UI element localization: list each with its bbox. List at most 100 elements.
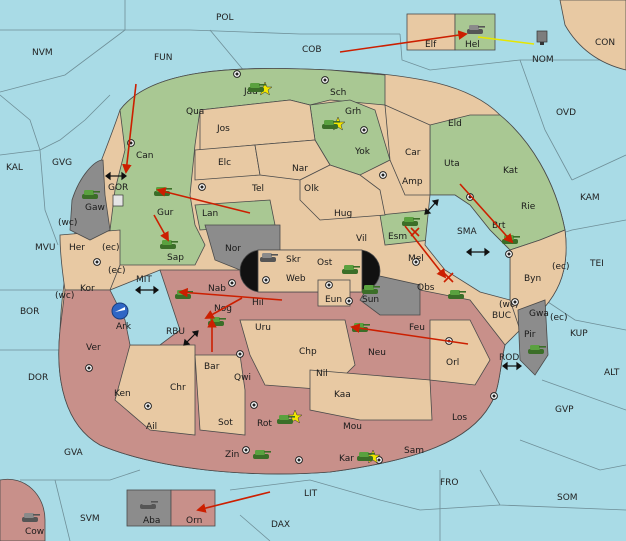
province-aba[interactable]: Aba (143, 516, 160, 526)
sea-pol[interactable]: POL (216, 13, 234, 23)
sea-buc[interactable]: BUC (492, 311, 511, 321)
sea-kal[interactable]: KAL (6, 163, 23, 173)
sea-dax[interactable]: DAX (271, 520, 290, 530)
province-web[interactable]: Web (286, 274, 306, 284)
province-yok[interactable]: Yok (354, 147, 371, 157)
sea-nvm[interactable]: NVM (32, 48, 53, 58)
tank-icon[interactable] (357, 452, 375, 461)
province-brt[interactable]: Brt (492, 221, 506, 231)
province-gur[interactable]: Gur (157, 208, 174, 218)
tank-icon[interactable] (208, 317, 226, 326)
province-jos[interactable]: Jos (216, 124, 230, 134)
tank-icon[interactable] (362, 285, 380, 294)
sea-kam[interactable]: KAM (580, 193, 600, 203)
tank-icon[interactable] (160, 240, 178, 249)
province-rot[interactable]: Rot (257, 419, 272, 429)
sea-fro[interactable]: FRO (440, 478, 459, 488)
province-kat[interactable]: Kat (503, 166, 518, 176)
province-kar[interactable]: Kar (339, 454, 354, 464)
sea-gvp[interactable]: GVP (555, 405, 574, 415)
province-kor[interactable]: Kor (80, 284, 95, 294)
province-gor[interactable]: GOR (108, 183, 128, 193)
province-qua[interactable]: Qua (186, 107, 204, 117)
tank-icon[interactable] (467, 25, 485, 34)
sea-fun[interactable]: FUN (154, 53, 173, 63)
sea-ovd[interactable]: OVD (556, 108, 576, 118)
tank-icon[interactable] (248, 83, 266, 92)
province-nab[interactable]: Nab (208, 284, 226, 294)
boat-icon[interactable] (111, 302, 129, 320)
province-elf[interactable]: Elf (425, 40, 437, 50)
province-nil[interactable]: Nil (316, 369, 328, 379)
province-obs[interactable]: Obs (417, 283, 435, 293)
province-ail[interactable]: Ail (146, 422, 157, 432)
province-ost[interactable]: Ost (317, 258, 333, 268)
sea-rbu[interactable]: RBU (166, 327, 185, 337)
province-nar[interactable]: Nar (292, 164, 308, 174)
province-kaa[interactable]: Kaa (334, 390, 351, 400)
sea-mit[interactable]: MIT (136, 275, 152, 285)
tank-icon[interactable] (528, 345, 546, 354)
province-can[interactable]: Can (136, 151, 154, 161)
province-amp[interactable]: Amp (402, 177, 423, 187)
tank-icon[interactable] (253, 450, 271, 459)
sea-nom[interactable]: NOM (532, 55, 554, 65)
sea-lit[interactable]: LIT (304, 489, 318, 499)
sea-sma[interactable]: SMA (457, 227, 477, 237)
province-jad[interactable]: Jad (243, 87, 258, 97)
province-orl[interactable]: Orl (446, 358, 459, 368)
province-sap[interactable]: Sap (167, 253, 184, 263)
tank-icon[interactable] (342, 265, 360, 274)
sea-gva[interactable]: GVA (64, 448, 84, 458)
province-hil[interactable]: Hil (252, 298, 264, 308)
province-gaw[interactable]: Gaw (85, 203, 105, 213)
province-zin[interactable]: Zin (225, 450, 239, 460)
tank-icon[interactable] (277, 415, 295, 424)
tank-icon[interactable] (175, 290, 193, 299)
province-orn[interactable]: Orn (186, 516, 202, 526)
province-mou[interactable]: Mou (343, 422, 362, 432)
province-car[interactable]: Car (405, 148, 421, 158)
province-vil[interactable]: Vil (356, 234, 367, 244)
province-rie[interactable]: Rie (521, 202, 536, 212)
province-uta[interactable]: Uta (444, 159, 460, 169)
tank-icon[interactable] (82, 190, 100, 199)
sea-alt[interactable]: ALT (604, 368, 620, 378)
sea-mvu[interactable]: MVU (35, 243, 56, 253)
sea-rod[interactable]: ROD (499, 353, 519, 363)
province-ver[interactable]: Ver (86, 343, 101, 353)
province-cow[interactable]: Cow (25, 527, 44, 537)
province-eld[interactable]: Eld (448, 119, 462, 129)
province-elc[interactable]: Elc (218, 158, 231, 168)
province-feu[interactable]: Feu (409, 323, 425, 333)
province-her[interactable]: Her (69, 243, 85, 253)
sea-dor[interactable]: DOR (28, 373, 48, 383)
province-byn[interactable]: Byn (524, 274, 541, 284)
sea-gvg[interactable]: GVG (52, 158, 72, 168)
province-bar[interactable]: Bar (204, 362, 220, 372)
province-chp[interactable]: Chp (299, 347, 317, 357)
province-gwa[interactable]: Gwa (529, 309, 549, 319)
province-neu[interactable]: Neu (368, 348, 386, 358)
tank-icon[interactable] (260, 253, 278, 262)
boat-icon[interactable] (112, 194, 124, 207)
sea-tei[interactable]: TEI (589, 259, 604, 269)
province-los[interactable]: Los (452, 413, 467, 423)
province-hel[interactable]: Hel (465, 40, 480, 50)
sea-bor[interactable]: BOR (20, 307, 39, 317)
tank-icon[interactable] (22, 513, 40, 522)
boat-icon[interactable] (536, 30, 548, 45)
province-sch[interactable]: Sch (330, 88, 346, 98)
sea-som[interactable]: SOM (557, 493, 578, 503)
province-hug[interactable]: Hug (334, 209, 352, 219)
province-qwi[interactable]: Qwi (234, 373, 251, 383)
tank-icon[interactable] (448, 290, 466, 299)
province-pir[interactable]: Pir (524, 330, 536, 340)
province-olk[interactable]: Olk (304, 184, 320, 194)
province-tel[interactable]: Tel (251, 184, 264, 194)
province-lan[interactable]: Lan (202, 209, 218, 219)
province-chr[interactable]: Chr (170, 383, 186, 393)
province-sam[interactable]: Sam (404, 446, 424, 456)
sea-svm[interactable]: SVM (80, 514, 100, 524)
province-sot[interactable]: Sot (218, 418, 233, 428)
